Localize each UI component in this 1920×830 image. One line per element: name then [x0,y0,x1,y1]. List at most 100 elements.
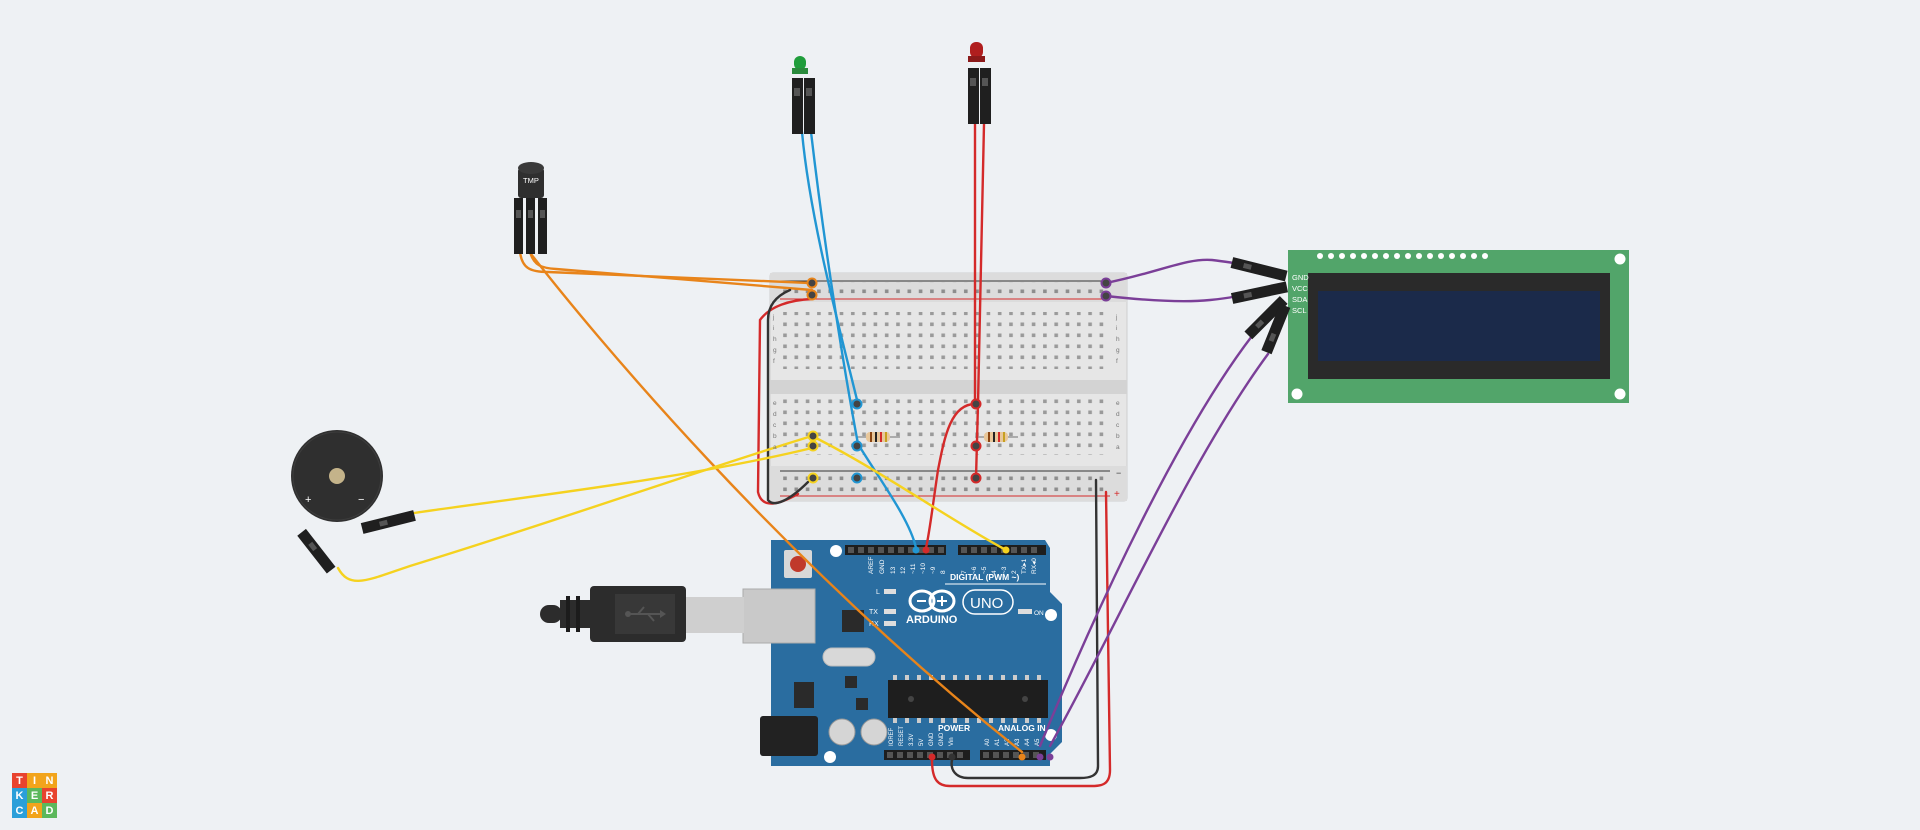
resistor-2[interactable] [975,432,1018,442]
row-label-left: j [772,314,774,321]
voltage-regulator [794,682,814,708]
logo-letter: D [42,803,57,818]
pin-4: 4 [991,570,998,574]
pin-a3: A3 [1015,738,1021,746]
digital-label: DIGITAL (PWM ~) [950,572,1020,582]
row-label-right: g [1116,347,1120,354]
logo-letter: E [27,788,42,803]
analog-label: ANALOG IN [998,723,1046,733]
row-label-right: i [1116,325,1117,332]
temperature-sensor[interactable]: TMP [514,162,547,254]
mounting-hole [1045,609,1057,621]
logo-letter: A [27,803,42,818]
on-label: ON [1034,610,1044,617]
pin-5v: 5V [919,739,925,746]
pin-gnd1: GND [929,732,935,746]
wire-lcd-sda[interactable] [1038,334,1254,748]
l-led-label: L [876,589,880,596]
buzzer-plus-label: + [305,494,311,506]
lcd-jumpers [1230,257,1291,355]
pin-13: 13 [890,566,897,574]
wire-buzzer-signal[interactable] [336,434,1008,583]
piezo-buzzer[interactable]: + − [291,430,416,574]
reset-icon[interactable] [790,556,806,572]
row-label-left: h [773,336,777,343]
wire-green-led-b[interactable] [809,130,918,550]
red-led[interactable] [968,42,991,124]
usb-chip [842,610,864,632]
row-label-left: d [773,411,777,418]
tmp-label: TMP [523,176,539,185]
wire-gnd[interactable] [950,478,1100,780]
pin-reset: RESET [899,726,905,746]
breadboard-contacts [806,277,1112,484]
row-label-right: f [1116,358,1118,365]
wire-5v[interactable] [930,490,1112,788]
wire-tmp-signal[interactable] [529,252,1024,754]
resistor-1[interactable] [857,432,900,442]
row-label-left: a [773,444,777,451]
pin-a4: A4 [1025,738,1031,746]
pin-vin: Vin [949,737,955,746]
usb-cable[interactable] [540,586,744,642]
logo-letter: I [27,773,42,788]
breadboard-top-terminal[interactable] [780,312,1110,369]
pin-3v3: 3.3V [909,734,915,746]
capacitor [860,718,888,746]
lcd-pin-sda: SDA [1292,295,1307,304]
pin-10: ~10 [920,563,927,574]
buzzer-minus-label: − [358,494,364,506]
arduino-logo-icon [908,589,956,613]
green-led[interactable] [792,56,815,134]
gnd-label: GND [879,559,886,574]
rx-led [884,621,896,626]
logo-letter: K [12,788,27,803]
tx-led-label: TX [869,609,878,616]
pin-gnd2: GND [939,732,945,746]
wire-lcd-scl[interactable] [1048,352,1270,748]
pin-11: ~11 [910,563,917,574]
row-label-left: i [773,325,774,332]
mounting-hole [830,545,842,557]
logo-letter: T [12,773,27,788]
arduino-contacts [912,546,1054,761]
wire-red-led-pin[interactable] [924,402,977,550]
row-label-right: c [1116,422,1120,429]
wire-buzzer-pos[interactable] [412,446,814,515]
breadboard-bottom-terminal[interactable] [780,398,1110,455]
row-label-left: c [773,422,777,429]
wires[interactable] [336,122,1270,788]
row-label-right: b [1116,433,1120,440]
crystal [822,647,876,667]
capacitor [828,718,856,746]
on-led [1018,609,1032,614]
pin-2: 2 [1011,570,1018,574]
row-label-right: h [1116,336,1120,343]
lcd-pin-vcc: VCC [1292,284,1308,293]
lcd-pin-scl: SCL [1292,306,1307,315]
row-label-right: j [1115,314,1117,321]
pin-a0: A0 [985,738,991,746]
pin-9: ~9 [930,566,937,574]
power-label: POWER [938,723,970,733]
tinkercad-logo[interactable]: T I N K E R C A D [12,773,57,818]
arduino-uno[interactable]: DIGITAL (PWM ~) AREF GND 13 12 ~11 ~10 ~… [742,540,1062,766]
wire-green-led-a[interactable] [800,130,860,406]
pin-8: 8 [940,570,947,574]
wire-rail-minus-link[interactable] [766,288,810,505]
pin-0: RX◂0 [1031,558,1038,574]
tx-led [884,609,896,614]
row-label-left: b [773,433,777,440]
pin-6: ~6 [971,566,978,574]
usb-port [743,589,815,643]
pin-5: ~5 [981,566,988,574]
rail-minus-label: − [1116,468,1121,478]
wire-tmp-vcc[interactable] [518,250,812,285]
row-label-right: d [1116,411,1120,418]
aref-label: AREF [868,557,875,574]
power-jack [760,716,818,756]
breadboard[interactable]: − + [769,272,1128,502]
lcd-i2c-display[interactable]: GND VCC SDA SCL [1288,250,1629,403]
usb-icon [625,606,666,622]
